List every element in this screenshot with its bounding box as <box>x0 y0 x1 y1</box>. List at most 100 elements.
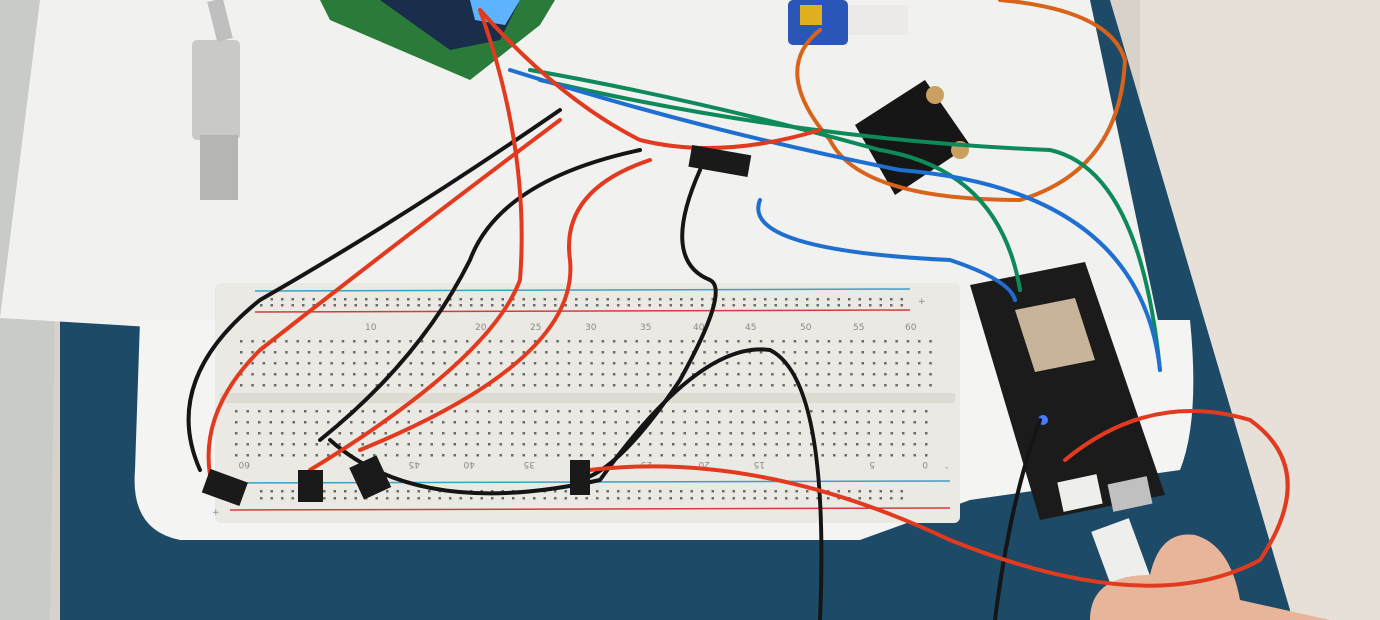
hole <box>499 421 502 424</box>
hole <box>260 304 263 307</box>
hole <box>480 304 483 307</box>
hole <box>511 410 514 413</box>
hole <box>900 490 903 493</box>
hole <box>890 490 893 493</box>
hole <box>601 351 605 354</box>
hole <box>722 497 725 500</box>
hole <box>612 373 616 376</box>
hole <box>895 340 898 343</box>
hole <box>353 373 356 376</box>
hole <box>375 497 378 500</box>
column-number: 35 <box>640 323 651 333</box>
hole <box>856 410 859 413</box>
hole <box>658 384 661 387</box>
hole <box>872 362 876 365</box>
hole <box>659 490 662 493</box>
hole <box>683 432 686 435</box>
hole <box>432 362 435 365</box>
hole <box>827 373 831 376</box>
hole <box>764 304 767 307</box>
hole <box>617 490 620 493</box>
hole <box>312 304 315 307</box>
hole <box>856 421 859 424</box>
wire-black-5 <box>993 418 1042 620</box>
hole <box>869 490 872 493</box>
hole <box>432 373 435 376</box>
hole <box>848 298 851 301</box>
hole <box>626 410 629 413</box>
hole <box>304 432 307 435</box>
hole <box>895 362 898 365</box>
column-number: 15 <box>754 459 765 469</box>
hole <box>417 304 420 307</box>
hole <box>680 490 683 493</box>
hole <box>512 497 515 500</box>
hole <box>729 421 732 424</box>
hole <box>386 340 390 343</box>
hole <box>477 362 480 365</box>
hole <box>554 298 557 301</box>
hole <box>373 432 376 435</box>
hole <box>764 497 767 500</box>
hole <box>522 373 525 376</box>
hole <box>499 443 502 446</box>
hole <box>816 373 819 376</box>
hole <box>798 421 801 424</box>
column-number: 10 <box>365 323 377 333</box>
hole <box>466 362 469 365</box>
hole <box>805 384 808 387</box>
hole <box>534 432 537 435</box>
hole <box>453 454 456 457</box>
hole <box>417 497 420 500</box>
hole <box>281 421 284 424</box>
hole <box>361 454 364 457</box>
hole <box>302 304 305 307</box>
hole <box>580 443 583 446</box>
hole <box>771 340 774 343</box>
hole <box>913 410 916 413</box>
hole <box>753 497 756 500</box>
hole <box>556 362 559 365</box>
hole <box>567 384 571 387</box>
hole <box>867 454 870 457</box>
hole <box>913 443 916 446</box>
hole <box>879 410 882 413</box>
hole <box>386 351 390 354</box>
hole <box>554 304 557 307</box>
hole <box>235 421 238 424</box>
hole <box>660 432 663 435</box>
hole <box>438 497 441 500</box>
hole <box>430 454 433 457</box>
hole <box>580 410 583 413</box>
hole <box>338 432 341 435</box>
hole <box>292 410 295 413</box>
hole <box>269 421 272 424</box>
hole <box>353 362 356 365</box>
hole <box>701 298 704 301</box>
hole <box>330 384 333 387</box>
hole <box>545 351 548 354</box>
hole <box>752 454 755 457</box>
hole <box>251 373 254 376</box>
hole <box>737 373 740 376</box>
hole <box>603 454 606 457</box>
hole <box>419 443 422 446</box>
hole <box>591 432 594 435</box>
hole <box>557 454 560 457</box>
column-number: 20 <box>698 459 710 469</box>
hole <box>879 490 882 493</box>
hole <box>646 362 650 365</box>
hole <box>579 373 582 376</box>
hole <box>793 384 797 387</box>
hole <box>281 432 284 435</box>
hole <box>554 490 557 493</box>
hole <box>454 384 458 387</box>
hole <box>743 497 746 500</box>
hole <box>648 490 651 493</box>
hole <box>683 410 686 413</box>
hole <box>617 304 620 307</box>
hole <box>827 340 831 343</box>
hole <box>235 410 238 413</box>
hole <box>307 351 311 354</box>
hole <box>805 351 808 354</box>
